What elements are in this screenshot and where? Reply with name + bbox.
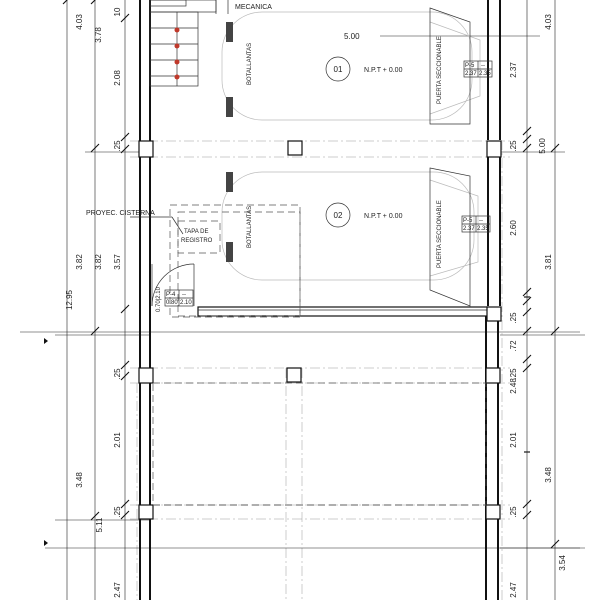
dim-right-inner: .25: [509, 312, 518, 324]
column: [138, 140, 154, 158]
door-label: PUERTA SECCIONABLE: [437, 36, 443, 104]
dim-left-inner: 2.47: [113, 582, 122, 598]
dim-right-outer: 3.54: [558, 555, 567, 571]
room-number: 01: [334, 65, 343, 74]
dim-right-inner: .25: [509, 368, 518, 380]
dim-left-outer: 12.95: [65, 289, 74, 310]
column: [486, 306, 502, 322]
dim-left-inner: 3.78: [94, 27, 103, 43]
room-number: 02: [334, 211, 343, 220]
room-number-marker: [325, 56, 351, 82]
dim-right-inner: .25: [509, 506, 518, 518]
door-tag-p4: P-4 -- 0.80 2.10: [164, 289, 194, 307]
dim-left-mid: 5.11: [95, 517, 104, 533]
svg-text:P-5: P-5: [463, 218, 473, 224]
bumper-label: BOTALLANTAS: [247, 43, 253, 85]
cistern-outline-inner: [177, 211, 301, 317]
room-level: N.P.T + 0.00: [364, 213, 403, 220]
svg-text:2.37: 2.37: [465, 71, 477, 77]
dim-left-inner: 2.01: [113, 432, 122, 448]
room-label-mecanica: MECANICA: [235, 4, 272, 11]
room-01: BOTALLANTAS 5.00 01 N.P.T + 0.00 PUERTA …: [221, 7, 493, 125]
dim-right-outer: 4.03: [544, 14, 553, 30]
dim-left-inner: .25: [113, 368, 122, 380]
columns: [138, 140, 502, 520]
dim-right-outer: 3.48: [544, 467, 553, 483]
bumper-block: [226, 172, 233, 192]
step-mark: [174, 27, 180, 33]
stair-area: MECANICA: [149, 0, 272, 87]
bumper-block: [226, 22, 233, 42]
dim-right-inner: 2.60: [509, 220, 518, 236]
dim-left-inner: .25: [113, 506, 122, 518]
dim-left-inner: 3.82: [94, 254, 103, 270]
column: [485, 504, 501, 520]
door-tag-p5: P-5 -- 2.37 2.35: [463, 60, 493, 78]
dim-right-inner: .72: [509, 340, 518, 352]
lid-label-line1: TAPA DE: [184, 229, 208, 235]
column: [485, 367, 501, 384]
right-dimension-chains: 2.37 .25 2.60 .25 .72 .25 2.48 2.01 .25 …: [500, 0, 585, 600]
svg-text:0.80: 0.80: [166, 300, 178, 306]
door-tag-small: 0.70|2.10: [156, 286, 162, 312]
svg-text:--: --: [182, 292, 186, 298]
room-number-marker: [325, 202, 351, 228]
svg-text:2.10: 2.10: [180, 300, 192, 306]
step-mark: [174, 59, 180, 65]
dim-right-inner: 2.48: [509, 378, 518, 394]
step-mark: [174, 74, 180, 80]
dim-top-width: 5.00: [344, 32, 360, 41]
svg-text:P-5: P-5: [465, 63, 475, 69]
column: [287, 140, 303, 156]
dim-left-inner: .25: [113, 140, 122, 152]
svg-text:--: --: [481, 63, 485, 69]
bumper-block: [226, 97, 233, 117]
door-label: PUERTA SECCIONABLE: [437, 200, 443, 268]
dim-left-mid: 4.03: [75, 14, 84, 30]
lid-label-line2: REGISTRO: [181, 238, 213, 244]
dim-right-inner: 2.37: [509, 62, 518, 78]
room-level: N.P.T + 0.00: [364, 67, 403, 74]
dim-left-mid: 3.82: [75, 254, 84, 270]
svg-text:--: --: [479, 218, 483, 224]
step-mark: [174, 43, 180, 49]
column: [286, 367, 302, 383]
lower-structure: [152, 382, 487, 506]
svg-text:2.37: 2.37: [463, 226, 475, 232]
dim-right-inner: 2.47: [509, 582, 518, 598]
dim-left-top: 10: [113, 7, 122, 16]
dim-left-inner: 2.08: [113, 70, 122, 86]
dim-right-inner: .25: [509, 140, 518, 152]
bumper-block: [226, 242, 233, 262]
svg-text:2.35: 2.35: [477, 226, 489, 232]
column: [138, 504, 154, 520]
cistern-label: PROYEC. CISTERNA: [86, 210, 155, 217]
column: [138, 367, 154, 384]
svg-text:P-4: P-4: [166, 292, 176, 298]
dim-right-inner: 2.01: [509, 432, 518, 448]
room-02: BOTALLANTAS 02 N.P.T + 0.00 PUERTA SECCI…: [86, 167, 491, 318]
column: [486, 140, 502, 158]
svg-text:2.35: 2.35: [479, 71, 491, 77]
left-dimension-chains: 12.95 4.03 3.82 3.48 5.11 10 3.78 2.08 .…: [44, 0, 150, 600]
door-tag-p5: P-5 -- 2.37 2.35: [461, 215, 491, 233]
dim-right-outer-mark: ‖: [523, 450, 532, 453]
bumper-label: BOTALLANTAS: [247, 206, 253, 248]
dim-left-mid: 3.48: [75, 472, 84, 488]
dim-right-outer-mark: ‖: [523, 295, 532, 298]
dim-left-inner: 3.57: [113, 254, 122, 270]
dim-right-outer: 3.81: [544, 254, 553, 270]
access-lid: [177, 220, 221, 254]
dim-right-outer: 5.00: [538, 138, 547, 154]
